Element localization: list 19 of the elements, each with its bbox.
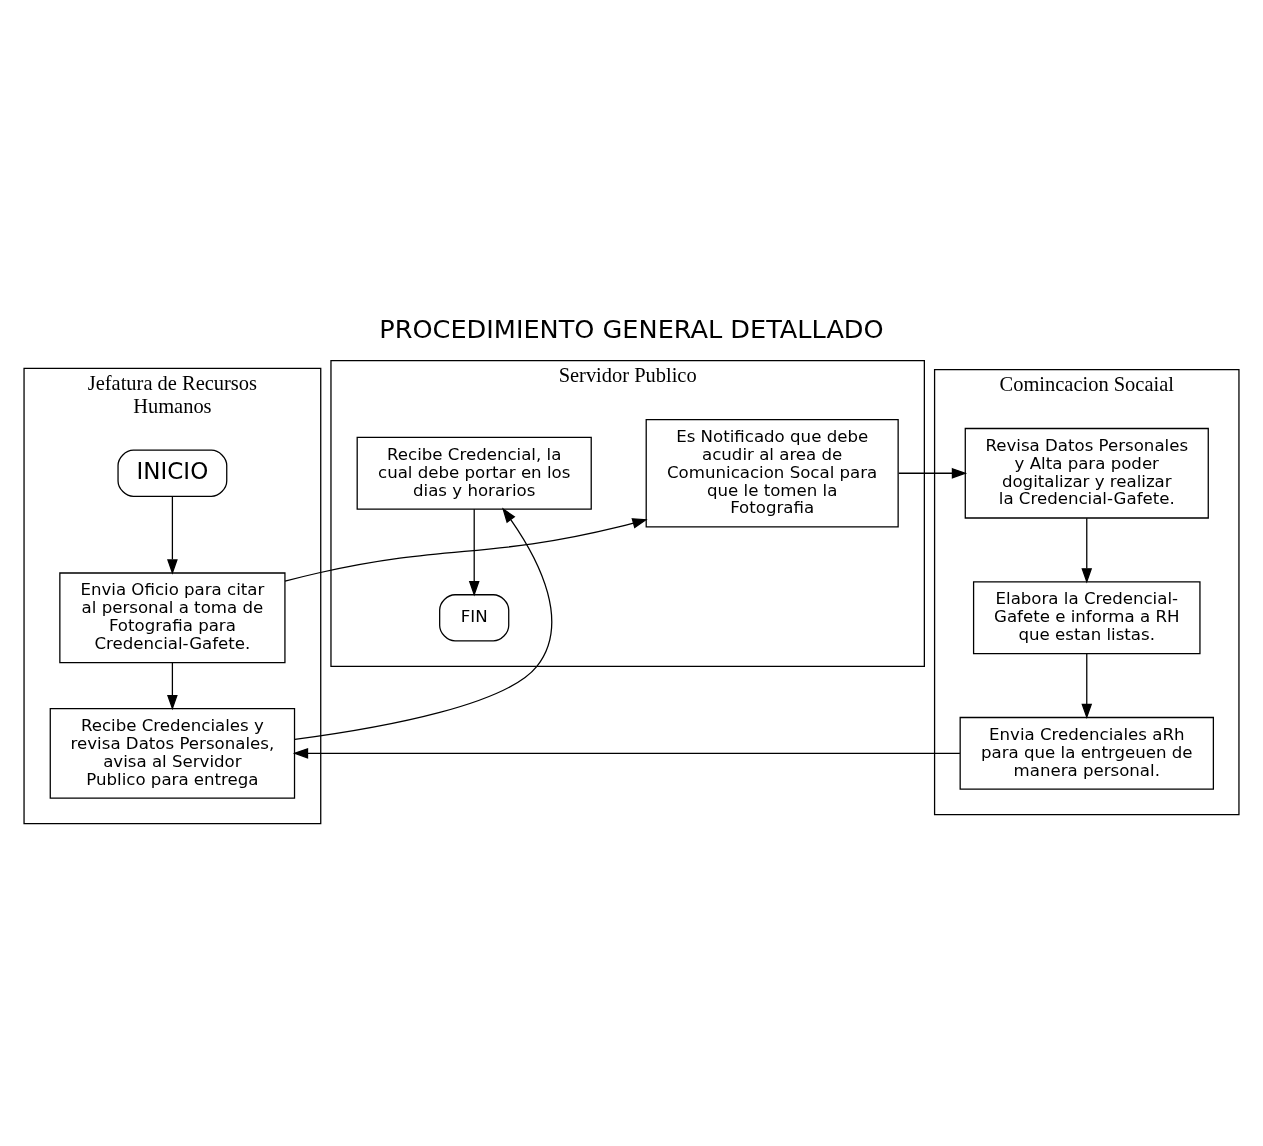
node-box: Revisa Datos Personales y Alta para poder dogitalizar y realizar la Credencial-Gafete.: [964, 427, 1209, 519]
arrow: [284, 518, 648, 582]
arrow: [167, 661, 178, 711]
node-box: Es Notificado que debe acudir al area de Comunicacion Socal para que le tomen la Fotografia: [645, 418, 899, 528]
arrow: [292, 747, 961, 759]
node-box: Elabora la Credencial-Gafete e informa a RH que estan listas.: [972, 581, 1201, 655]
node-box: Envia Oficio para citar al personal a toma de Fotografia para Credencial-Gafete.: [59, 572, 286, 664]
arrow: [294, 507, 553, 741]
arrow: [1081, 653, 1093, 720]
node-box: Recibe Credenciales y revisa Datos Personales, avisa al Servidor Publico para entrega: [49, 707, 296, 799]
node-box: Recibe Credencial, la cual debe portar en los dias y horarios: [356, 436, 592, 510]
arrow: [1081, 517, 1093, 584]
arrow: [898, 467, 968, 479]
arrow: [167, 496, 178, 575]
diagram-title: PROCEDIMIENTO GENERAL DETALLADO: [379, 313, 884, 344]
node-box: INICIO: [117, 449, 228, 497]
node-box: Envia Credenciales aRh para que la entrgeuen de manera personal.: [959, 716, 1214, 790]
node-box: FIN: [439, 594, 510, 642]
arrow: [468, 508, 480, 597]
